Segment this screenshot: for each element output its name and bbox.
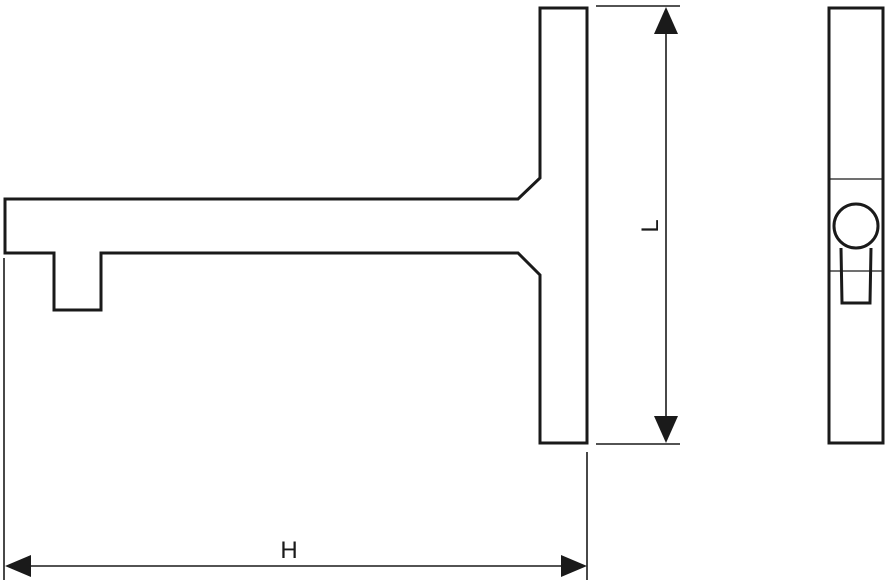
dimension-l: L [596, 5, 680, 445]
dimension-label-h: H [280, 537, 297, 564]
side-view-outline [827, 6, 885, 445]
side-view-pin-circle [832, 202, 880, 250]
arrowhead-l-bottom [654, 416, 678, 443]
side-view-pin-shank [839, 247, 873, 305]
arrowhead-l-top [654, 7, 678, 34]
dimension-label-l: L [637, 219, 664, 232]
arrowhead-h-right [561, 555, 587, 577]
key-front-view-outline [3, 6, 589, 445]
arrowhead-h-left [5, 555, 31, 577]
key-side-view [827, 6, 885, 445]
dimension-h: H [3, 258, 588, 580]
